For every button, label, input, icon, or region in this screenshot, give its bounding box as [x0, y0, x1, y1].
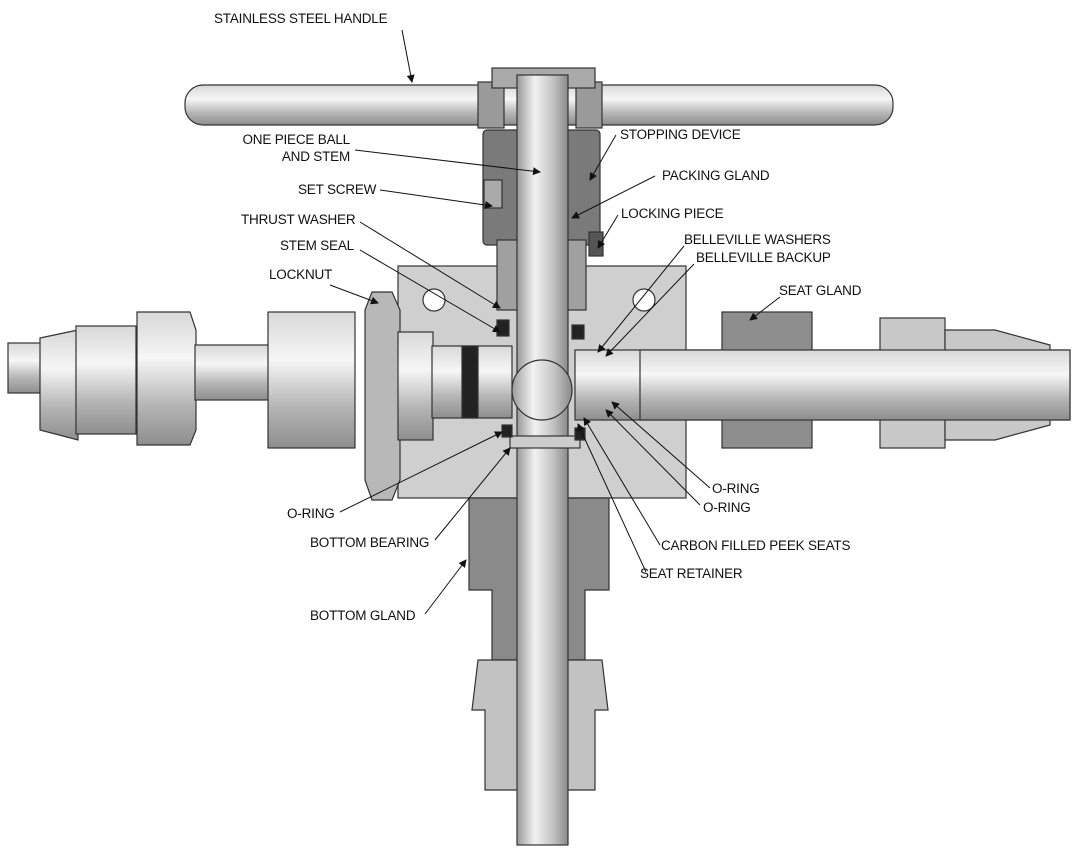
label-bottom-bearing: BOTTOM BEARING: [310, 535, 430, 550]
label-belleville-backup: BELLEVILLE BACKUP: [696, 250, 831, 265]
ball: [511, 359, 573, 421]
label-one-piece-ball: ONE PIECE BALL: [242, 132, 351, 147]
label-thrust-washer: THRUST WASHER: [241, 212, 356, 227]
label-peek-seats: CARBON FILLED PEEK SEATS: [661, 538, 851, 553]
label-belleville-washers: BELLEVILLE WASHERS: [684, 232, 831, 247]
stem: [516, 74, 569, 846]
label-locknut: LOCKNUT: [269, 267, 333, 282]
label-o-ring-right-1: O-RING: [712, 481, 760, 496]
locknut: [364, 291, 401, 501]
label-seat-retainer: SEAT RETAINER: [640, 566, 743, 581]
label-locking-piece: LOCKING PIECE: [621, 206, 724, 221]
label-o-ring-right-2: O-RING: [703, 500, 751, 515]
label-and-stem: AND STEM: [281, 149, 350, 164]
label-stainless-steel-handle: STAINLESS STEEL HANDLE: [214, 11, 388, 26]
label-set-screw: SET SCREW: [298, 182, 377, 197]
label-packing-gland: PACKING GLAND: [662, 168, 770, 183]
label-bottom-gland: BOTTOM GLAND: [310, 608, 416, 623]
label-o-ring-left: O-RING: [287, 506, 335, 521]
leader-lines: [329, 29, 781, 615]
label-stopping-device: STOPPING DEVICE: [620, 127, 741, 142]
label-seat-gland: SEAT GLAND: [779, 283, 862, 298]
left-nut: [267, 311, 356, 449]
label-stem-seal: STEM SEAL: [280, 238, 354, 253]
